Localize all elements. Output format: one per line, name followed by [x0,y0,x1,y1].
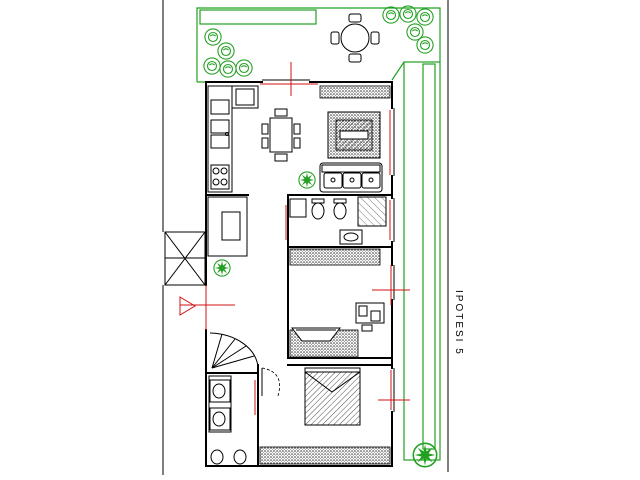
garden-chair [370,31,380,45]
dining-chair [293,123,301,135]
cushion-button-icon [349,177,355,183]
tree [203,57,221,75]
dining-chair [274,108,288,117]
garden-fence [196,7,441,82]
burner-icon [212,167,220,175]
entrance [164,231,206,286]
kitchen-counter-top [231,85,259,109]
desk-chair [361,324,373,332]
stair-arc [209,332,259,369]
dining-chair [293,137,301,149]
tree [235,59,253,77]
tree [219,60,237,78]
sink-basin [210,134,230,149]
hedge-right [422,63,436,450]
tree [416,8,434,26]
sofa-back [321,164,381,173]
garden-chair [348,53,362,63]
sofa-cushion [342,172,362,189]
sink-basin [210,119,230,134]
bedroom-single [289,302,385,358]
garden-fence-link [391,61,405,81]
tree [204,28,222,46]
bidet-tank [333,198,347,204]
plan-caption: IPOTESI 5 [453,290,464,356]
washbasin-bowl [343,232,359,242]
sofa-cushion [323,172,343,189]
bed [304,371,361,426]
garden-table-set [330,13,380,63]
garden [196,5,441,468]
garden-chair [330,31,340,45]
property-boundary [162,0,449,475]
bidet-icon [333,202,347,220]
burner-icon [212,178,220,186]
garden-plant [412,442,438,468]
vanity [208,375,232,433]
stair-tread [211,345,247,369]
garden-table [340,23,370,53]
bidet-icon [233,449,247,465]
burner-icon [220,178,228,186]
washbasin-bowl [212,383,226,399]
sofa-cushion [361,172,381,189]
stair-tread [211,355,255,369]
shelf-strip [319,85,391,99]
rug-band [339,130,369,140]
dining-chair [261,123,269,135]
potted-plant-icon [213,259,231,277]
desk-item [358,305,368,317]
bed-headboard [304,367,361,373]
bed-pillow-line [304,371,361,393]
stair-tread [211,333,223,369]
washbasin-bowl [212,411,226,427]
cushion-button-icon [330,177,336,183]
curved-stair [209,332,259,369]
stair-tread [211,338,236,369]
burner-icon [220,167,228,175]
garden-strip-right [403,61,441,461]
interior-walls [205,194,393,467]
tree [382,6,400,24]
toilet-tank [311,198,325,204]
sofa [319,162,383,193]
cushion-button-icon [368,177,374,183]
fridge [235,88,255,106]
closet [207,196,248,257]
door-swing [261,367,281,397]
tree [217,42,235,60]
wardrobe [289,248,381,266]
entrance-arrow-icon [179,296,196,316]
stove [210,164,230,190]
tree [416,36,434,54]
dining-chair [261,137,269,149]
hedge-top [199,9,317,25]
toilet-icon [311,202,325,220]
living-room [261,85,391,193]
desk-item [370,310,381,322]
faucet-icon [225,132,229,136]
opening-markers [179,62,410,415]
closet-outline [207,196,248,257]
foldaway-bed [290,327,342,342]
closet-inner [221,211,241,241]
appliance [210,99,230,115]
kitchen [207,85,259,193]
toilet-icon [210,449,224,465]
dining-chair [274,153,288,162]
shower-tray [357,196,387,227]
bedroom-double [259,367,391,465]
bathroom-main [289,196,387,245]
potted-plant-icon [298,171,316,189]
dining-table [269,117,293,153]
bathroom-secondary [208,375,247,465]
wardrobe-strip [259,446,391,465]
washbasin [339,229,363,245]
bathroom-cabinet [289,198,307,218]
garden-chair [348,13,362,23]
desk [355,302,385,324]
kitchen-counter [207,85,233,193]
